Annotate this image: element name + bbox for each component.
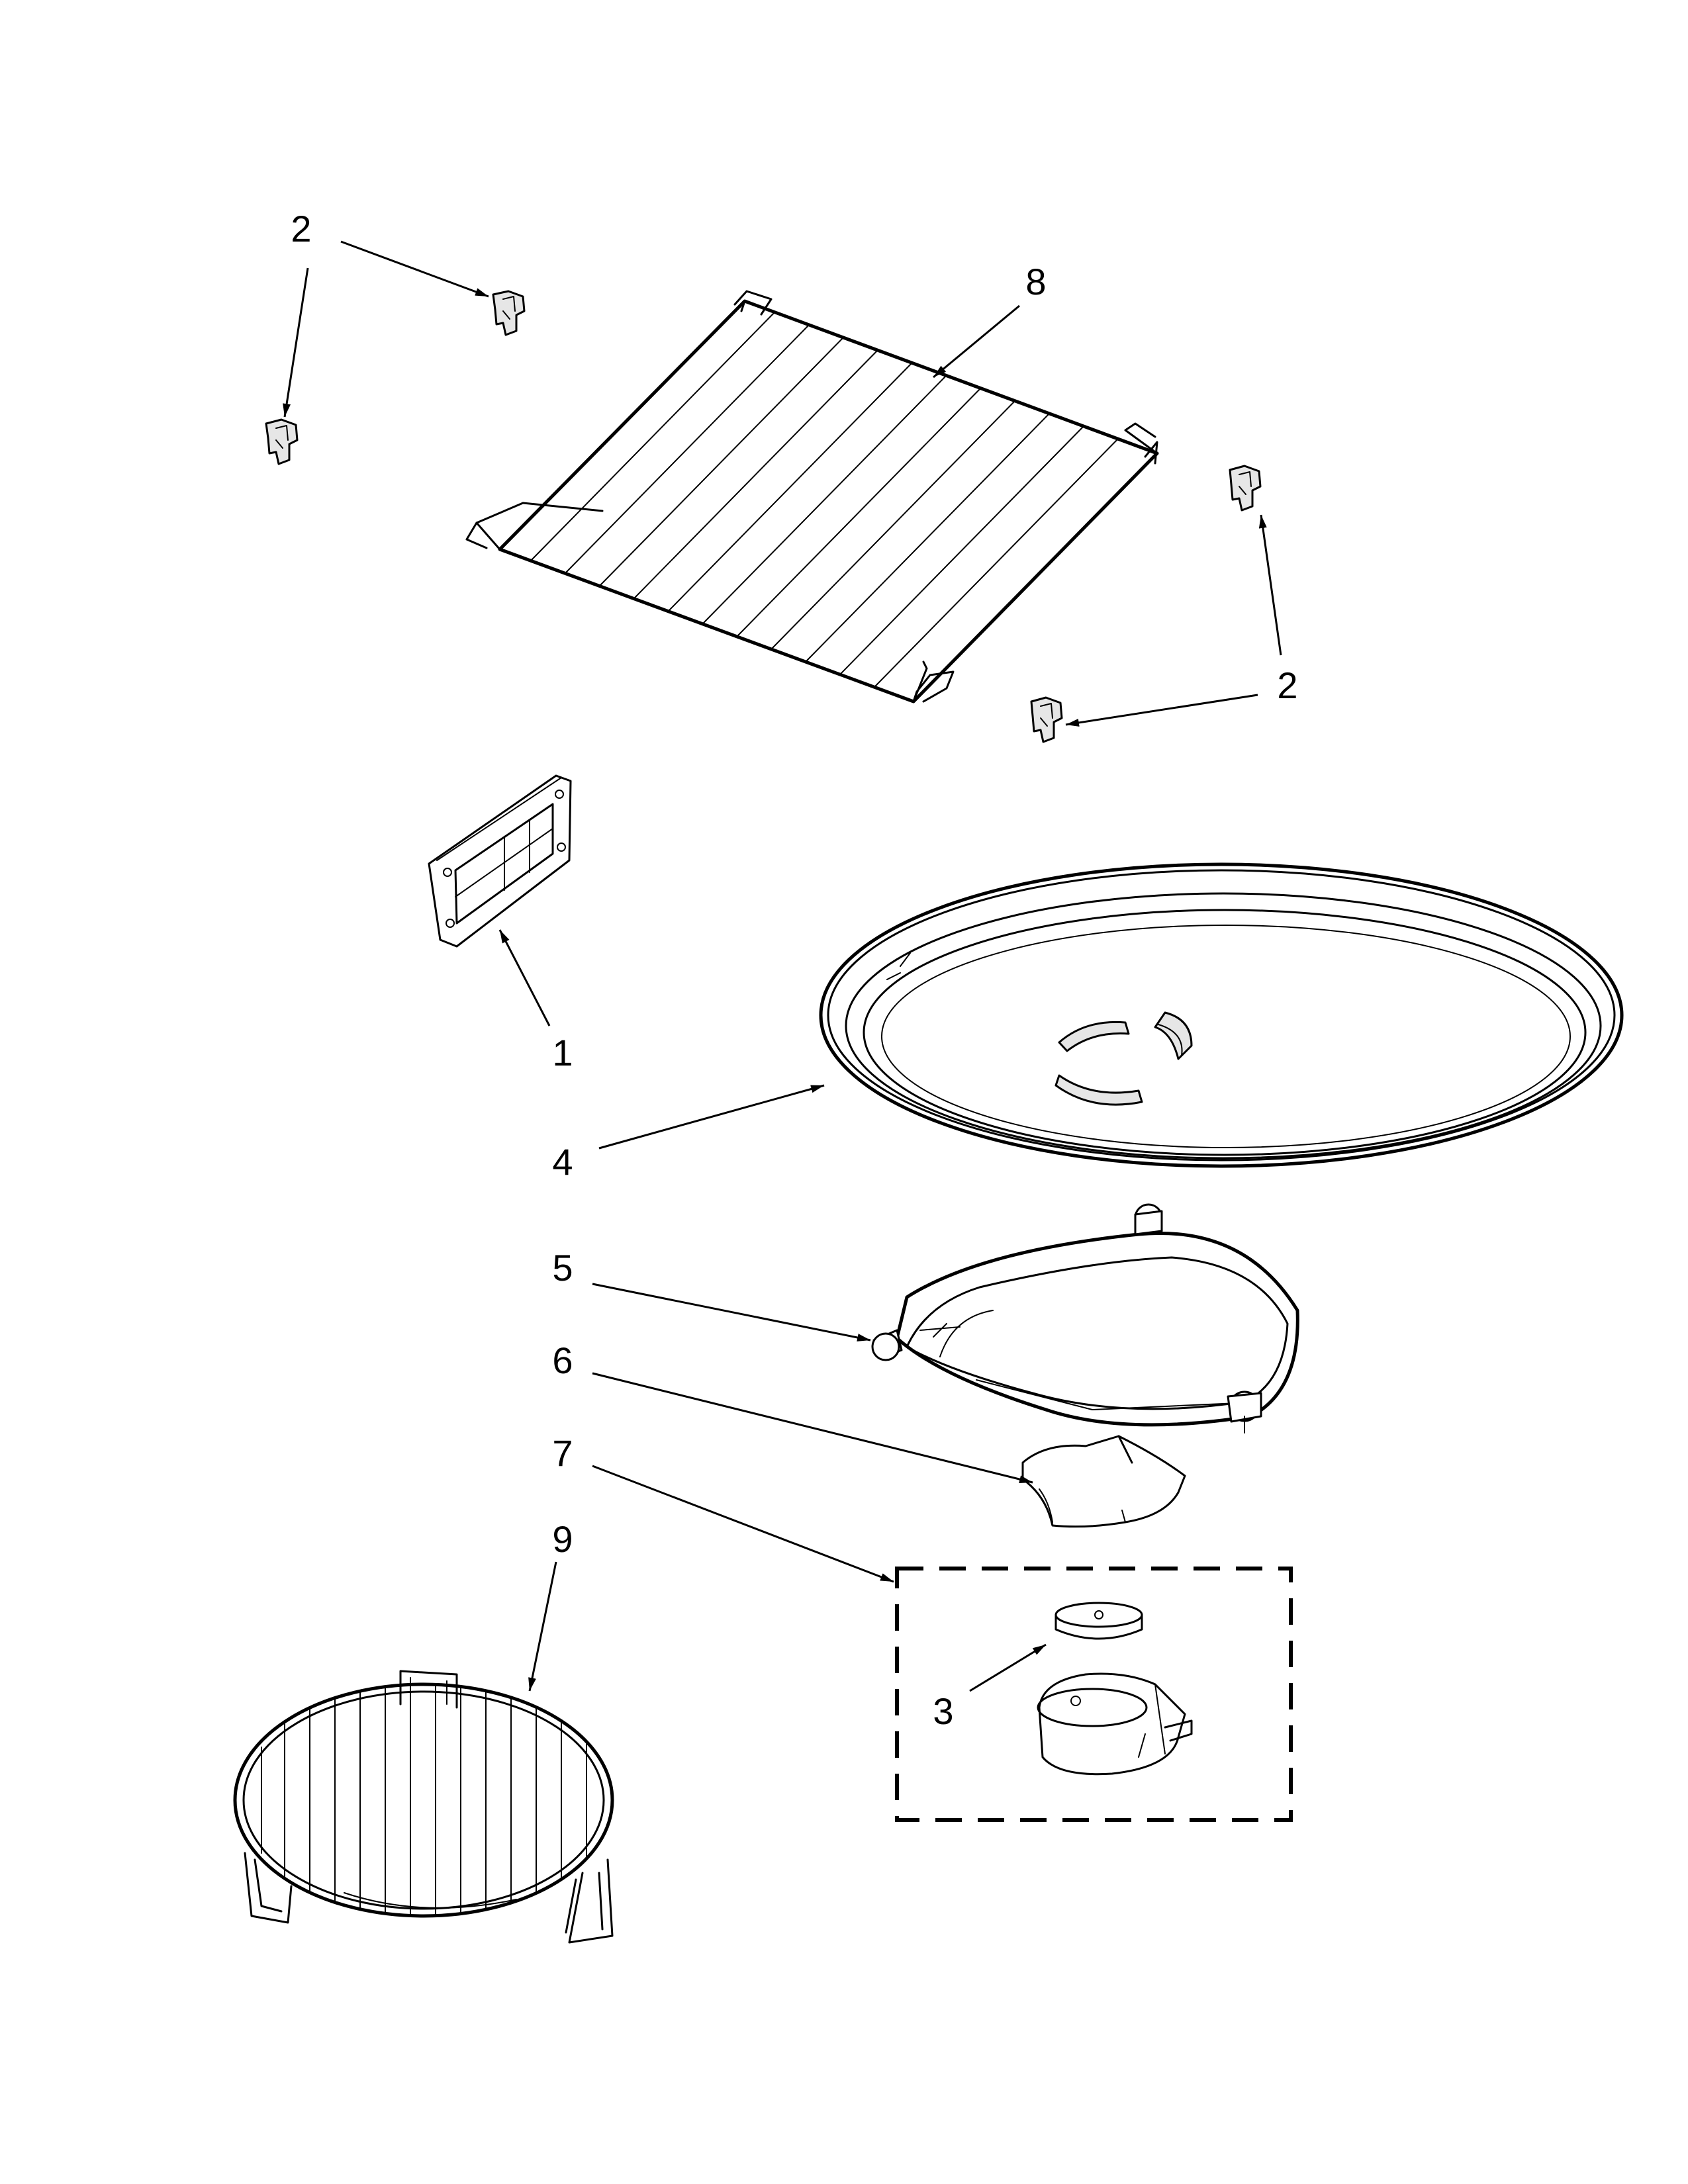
leader-4 [598, 1084, 825, 1150]
rack-support-clip-right-lower [1030, 696, 1063, 743]
callout-1: 1 [552, 1032, 573, 1073]
turntable-tray [819, 862, 1624, 1168]
leader-3 [969, 1643, 1047, 1692]
leader-2-right-upper [1258, 514, 1282, 656]
roller-wheel-left [871, 1329, 903, 1361]
rack-bars [261, 1684, 587, 1916]
leader-1 [498, 929, 551, 1026]
drive-motor-assembly-box [895, 1567, 1293, 1822]
leader-9 [528, 1561, 557, 1692]
rack-support-clip-left [265, 418, 299, 465]
turntable-drive-motor [1037, 1672, 1193, 1776]
rack-support-clip-right-upper [1229, 465, 1262, 512]
wire-oven-rack [465, 290, 1159, 704]
roller-wheel-top [1134, 1203, 1163, 1236]
callout-2-right: 2 [1277, 664, 1297, 706]
callout-8: 8 [1025, 261, 1046, 302]
callout-9: 9 [552, 1518, 573, 1560]
leader-2-left [283, 267, 309, 418]
callout-5: 5 [552, 1247, 573, 1289]
tray-hub-clips [1055, 1011, 1193, 1106]
callout-4: 4 [552, 1141, 573, 1183]
callout-6: 6 [552, 1340, 573, 1381]
leader-2-top [340, 240, 489, 298]
rack-support-clip-top [492, 290, 526, 336]
rack-rungs [530, 312, 1119, 687]
callout-7: 7 [552, 1432, 573, 1474]
round-roasting-rack [233, 1670, 614, 1944]
waveguide-filter-panel [428, 774, 572, 948]
leader-2-right-lower [1065, 694, 1258, 727]
callout-2-top-left: 2 [291, 208, 311, 250]
roller-wheel-right [1227, 1390, 1262, 1433]
leader-5 [592, 1283, 871, 1342]
turntable-roller-support [871, 1203, 1299, 1433]
leader-7 [592, 1465, 894, 1583]
callout-labels: 2 8 2 1 4 5 6 7 9 3 [291, 208, 1297, 1732]
callout-3: 3 [933, 1690, 953, 1732]
leader-8 [933, 304, 1020, 379]
turntable-motor-coupling-disc [1055, 1602, 1143, 1640]
leader-lines [283, 240, 1282, 1692]
turntable-coupler [1021, 1435, 1186, 1528]
leader-6 [592, 1372, 1033, 1484]
